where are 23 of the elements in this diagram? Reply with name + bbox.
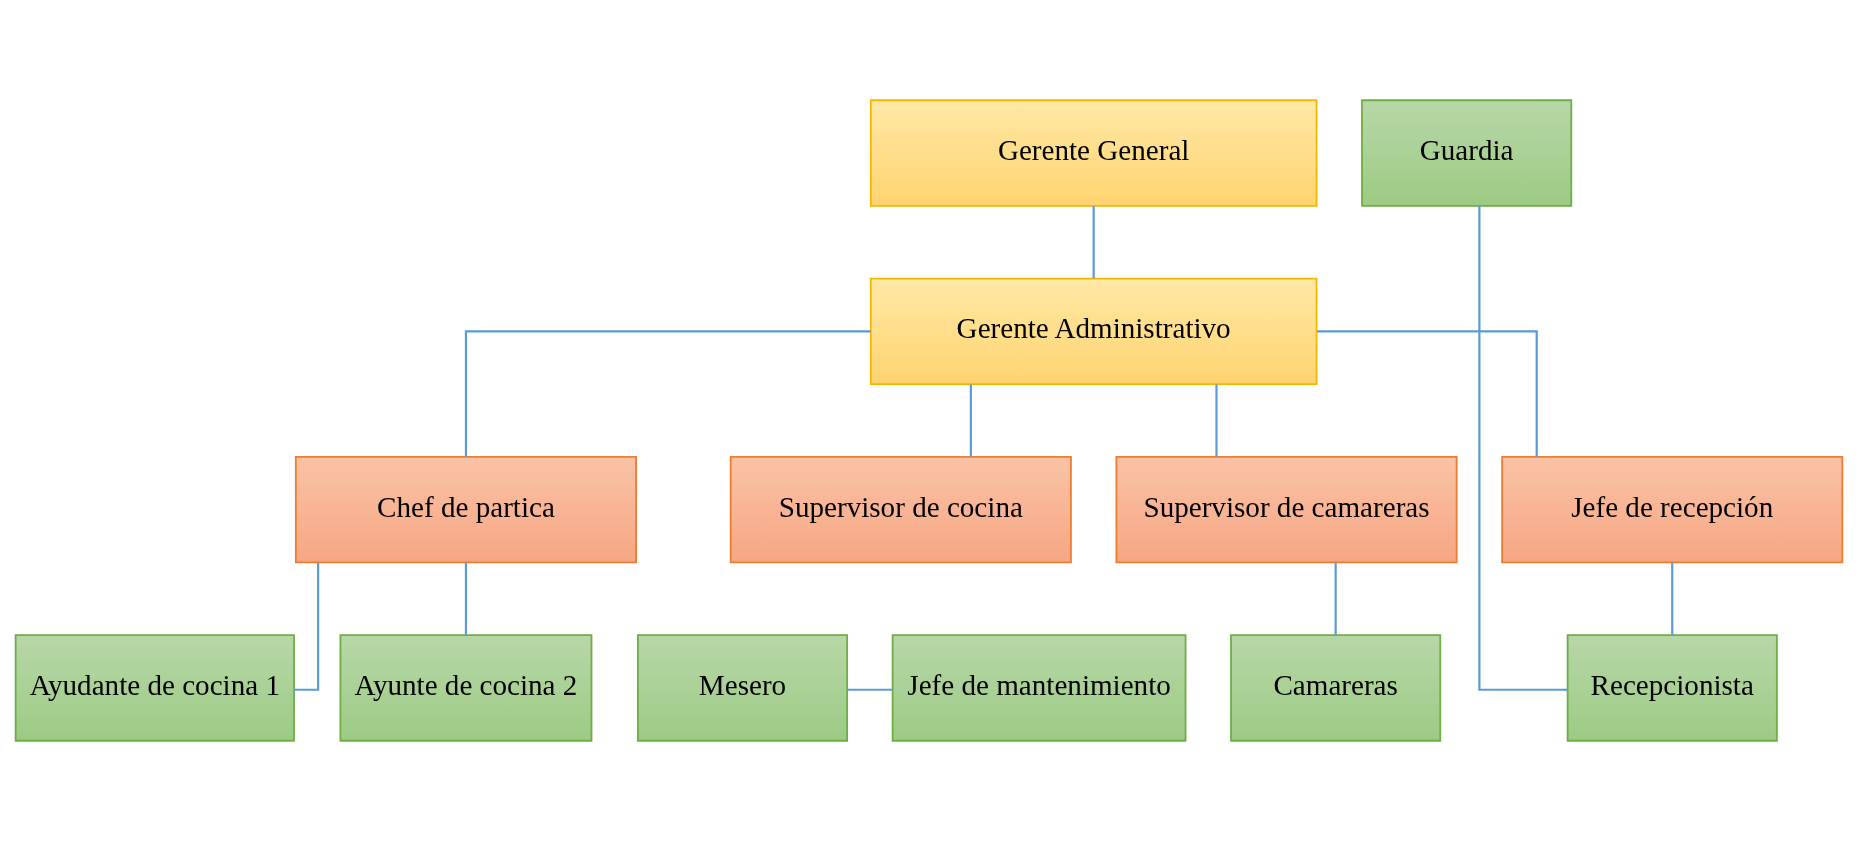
connector (1334, 562, 1337, 635)
node-box: Jefe de recepción (1501, 455, 1844, 564)
node-box: Supervisor de cocina (729, 455, 1072, 564)
connector (1671, 562, 1674, 635)
node-box: Ayudante de cocina 1 (14, 634, 295, 742)
node-box: Guardia (1361, 99, 1573, 207)
connector (464, 330, 871, 457)
node-box: Chef de partica (294, 455, 637, 564)
node-box: Supervisor de camareras (1115, 455, 1458, 564)
connector (1478, 205, 1568, 691)
node-box: Jefe de mantenimiento (891, 634, 1187, 742)
node-box: Recepcionista (1566, 634, 1778, 742)
node-box: Camareras (1230, 634, 1442, 742)
connector (847, 688, 893, 691)
connector (1317, 330, 1538, 457)
node-box: Mesero (637, 634, 849, 742)
connector (1215, 384, 1218, 457)
connector (464, 562, 468, 635)
node-box: Ayunte de cocina 2 (339, 634, 593, 742)
connector (969, 384, 972, 457)
connector (1092, 206, 1095, 279)
node-box: Gerente Administrativo (869, 277, 1318, 386)
node-box: Gerente General (869, 99, 1318, 207)
